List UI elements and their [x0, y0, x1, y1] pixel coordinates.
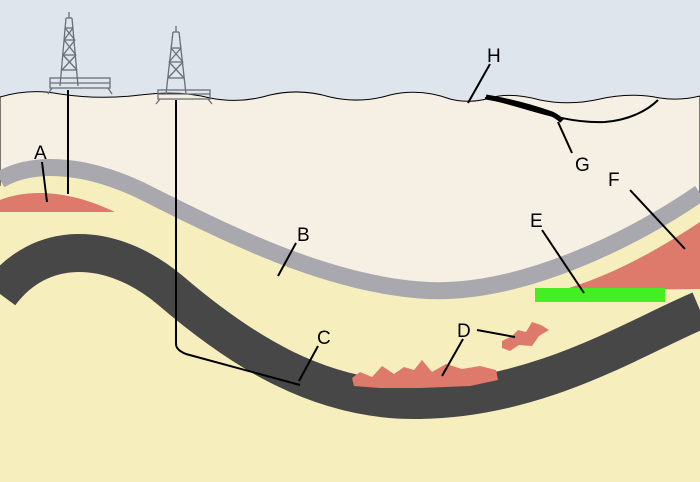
stratigraphic-trap-oil — [540, 222, 700, 296]
label-g-leader — [557, 121, 573, 154]
shale-source-layer — [0, 234, 700, 420]
label-c-leader — [298, 345, 319, 382]
anticline-oil-trap — [0, 192, 115, 212]
label-a: A — [34, 143, 47, 164]
label-c: C — [317, 328, 331, 349]
label-a-leader — [41, 161, 48, 203]
cap-rock-layer — [0, 159, 700, 300]
label-d: D — [457, 321, 471, 342]
label-h-leader — [467, 63, 491, 104]
drilling-rig-icon — [155, 26, 213, 105]
label-f: F — [608, 170, 620, 191]
label-b: B — [297, 225, 310, 246]
drilling-rig-icon — [47, 12, 113, 95]
coal-seam — [485, 94, 564, 123]
label-b-leader — [277, 242, 297, 277]
label-f-leader — [629, 189, 686, 250]
label-e-leader — [541, 229, 585, 294]
shale-gas-pocket — [352, 360, 498, 388]
label-g: G — [575, 155, 590, 176]
fluid-contact-band — [535, 288, 665, 302]
label-e: E — [530, 211, 543, 232]
gas-pocket-small — [502, 322, 549, 351]
horizontal-well — [175, 100, 301, 386]
label-d-leader-2 — [476, 329, 516, 338]
label-d-leader — [441, 338, 464, 377]
label-h: H — [487, 46, 501, 67]
